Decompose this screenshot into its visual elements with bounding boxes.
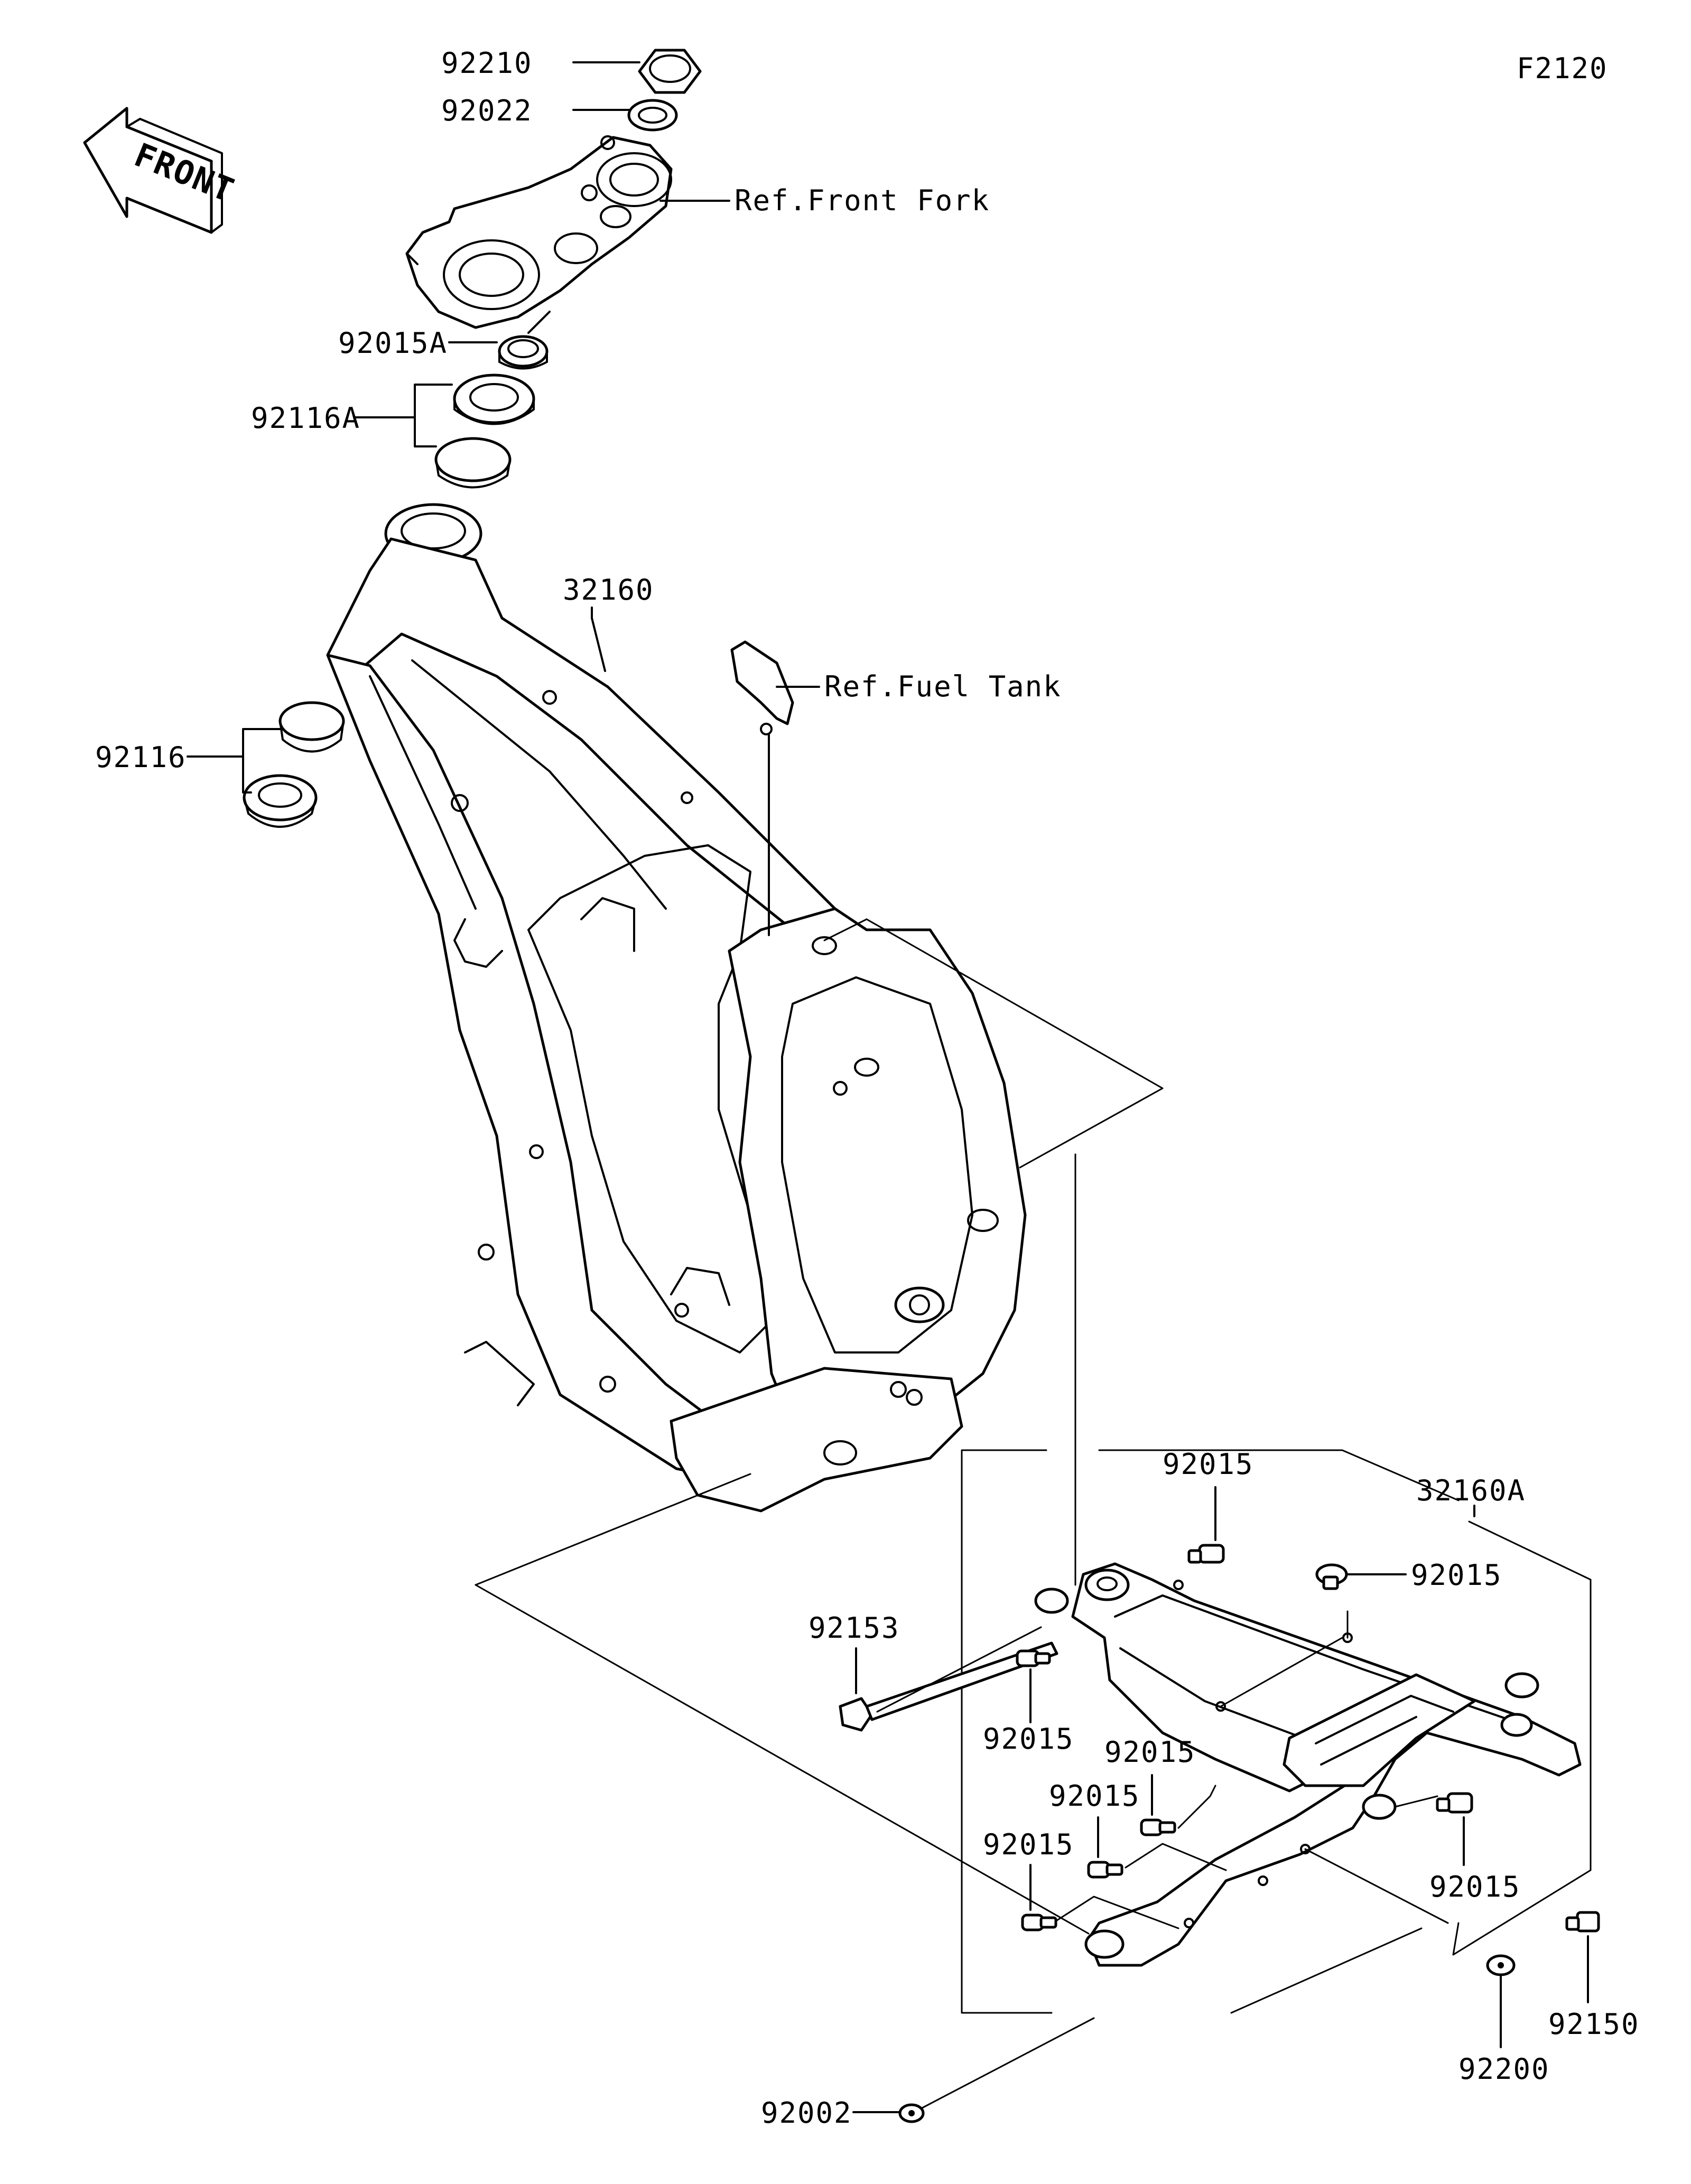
- label-92015a: 92015A: [338, 326, 448, 360]
- label-92200: 92200: [1458, 2052, 1550, 2086]
- label-92015-g: 92015: [1429, 1870, 1521, 1903]
- label-92150: 92150: [1548, 2008, 1640, 2041]
- side-washer-part: [1486, 1954, 1516, 1976]
- label-92015-b: 92015: [1411, 1558, 1502, 1592]
- label-92015-e: 92015: [1049, 1779, 1140, 1813]
- label-92015-f: 92015: [983, 1828, 1074, 1861]
- subframe-callout-outline: [961, 1449, 1053, 2014]
- label-92022: 92022: [441, 94, 533, 127]
- long-bolt-part: [839, 1641, 1058, 1732]
- ref-front-fork-label: Ref.Front Fork: [735, 184, 990, 217]
- label-92116a: 92116A: [251, 402, 360, 435]
- top-washer-part: [627, 99, 678, 132]
- label-92210: 92210: [441, 46, 533, 80]
- top-nut-part: [638, 49, 702, 94]
- label-32160: 32160: [563, 573, 654, 606]
- bolt-g-part: [1436, 1792, 1473, 1814]
- label-32160a: 32160A: [1416, 1474, 1526, 1507]
- bolt-a-part: [1187, 1544, 1225, 1564]
- lower-bearing-part: [243, 701, 345, 828]
- bolt-e-part: [1087, 1861, 1123, 1879]
- stem-nut-part: [498, 335, 549, 370]
- label-92015-a: 92015: [1163, 1448, 1254, 1481]
- bolt-b-part: [1315, 1563, 1348, 1590]
- figure-code: F2120: [1517, 52, 1608, 85]
- main-frame-part: [326, 503, 1027, 1513]
- upper-bearing-part: [434, 374, 535, 489]
- label-92153: 92153: [809, 1611, 900, 1645]
- label-92015-d: 92015: [1104, 1735, 1196, 1769]
- ref-fuel-tank-label: Ref.Fuel Tank: [824, 670, 1062, 703]
- side-bolt-part: [1565, 1911, 1600, 1933]
- sub-frame-part: [1034, 1562, 1582, 1967]
- label-92015-c: 92015: [983, 1722, 1074, 1756]
- frame-callout-outline: [866, 918, 1164, 1169]
- front-direction-arrow-icon: FRONT: [83, 107, 240, 234]
- label-92116: 92116: [95, 741, 187, 774]
- bottom-screw-part: [898, 2103, 925, 2123]
- label-92002: 92002: [761, 2096, 852, 2130]
- bolt-f-part: [1021, 1914, 1057, 1931]
- fuel-tank-bracket-part: [730, 640, 794, 735]
- bolt-d-part: [1140, 1818, 1176, 1836]
- upper-triple-clamp-part: [405, 135, 673, 329]
- bolt-c-part: [1016, 1649, 1051, 1667]
